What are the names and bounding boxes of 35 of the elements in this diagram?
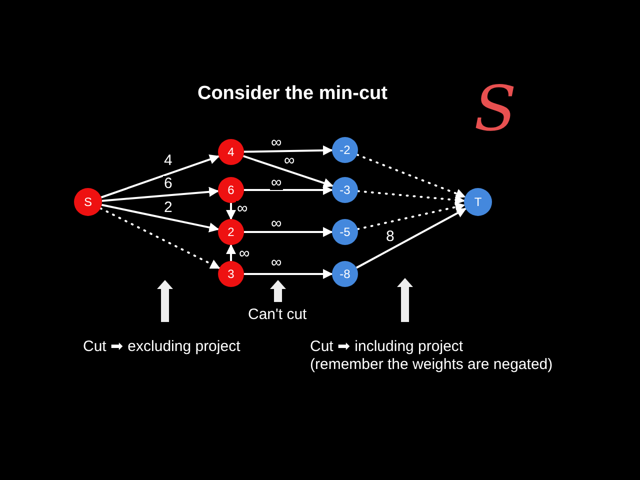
graph-node: -2	[332, 137, 358, 163]
arrow	[356, 208, 467, 269]
graph-node: -3	[332, 177, 358, 203]
arrow	[356, 190, 466, 205]
title: Consider the min-cut	[196, 83, 388, 105]
graph-node: 2	[218, 219, 244, 245]
arrow	[244, 145, 333, 156]
arrow	[102, 204, 220, 232]
arrow	[244, 185, 333, 195]
edge-label: 6	[163, 176, 174, 191]
graph-node: -5	[332, 219, 358, 245]
graph-node: 3	[218, 261, 244, 287]
graph-node: 4	[218, 139, 244, 165]
arrow	[243, 155, 334, 188]
arrow	[244, 269, 333, 279]
graph-node: T	[464, 188, 492, 216]
note: (remember the weights are negated)	[310, 356, 553, 373]
graph-node: S	[74, 188, 102, 216]
arrow	[226, 203, 236, 220]
arrow	[244, 227, 333, 237]
arrow	[356, 202, 466, 230]
edge-label: 8	[385, 229, 396, 244]
arrow	[356, 154, 466, 198]
edge-label: 2	[163, 200, 174, 215]
handwritten-letter: S	[474, 72, 516, 145]
edge-label: 4	[163, 153, 174, 168]
note: Can't cut	[248, 306, 307, 323]
note: Cut ➡ including project	[310, 337, 464, 355]
graph-node: 6	[218, 177, 244, 203]
arrow	[102, 186, 220, 202]
arrow	[226, 244, 236, 261]
graph-node: -8	[332, 261, 358, 287]
note: Cut ➡ excluding project	[83, 337, 240, 355]
arrow	[100, 207, 220, 270]
arrow	[100, 154, 220, 198]
